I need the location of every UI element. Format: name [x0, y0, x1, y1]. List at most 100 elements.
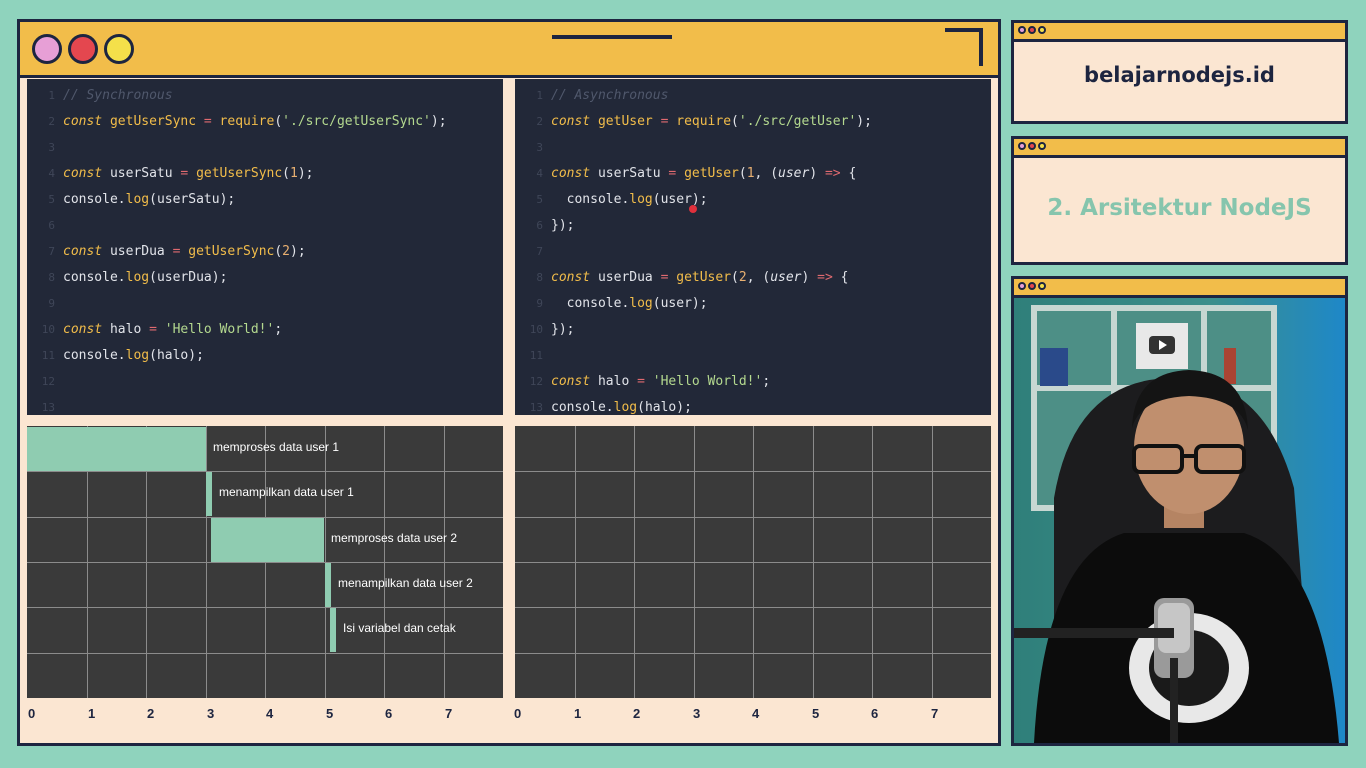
line-number: 2 — [536, 115, 543, 128]
webcam-titlebar — [1014, 279, 1345, 298]
code-text: console.log(user); — [566, 296, 708, 311]
task-bar — [330, 608, 336, 652]
code-text: // Synchronous — [63, 88, 173, 103]
mini-dot-icon — [1038, 142, 1046, 150]
line-number: 1 — [536, 89, 543, 102]
sync-timeline-chart: memproses data user 1 menampilkan data us… — [27, 426, 503, 698]
site-name: belajarnodejs.id — [1084, 63, 1275, 87]
axis-tick-label: 2 — [633, 706, 641, 721]
code-line: 6}); — [515, 213, 991, 239]
code-text: console.log(userSatu); — [63, 192, 236, 207]
code-text: const userDua = getUserSync(2); — [63, 244, 306, 259]
line-number: 12 — [41, 375, 55, 388]
axis-tick-label: 6 — [385, 706, 393, 721]
task-label: memproses data user 2 — [331, 531, 458, 545]
line-number: 13 — [529, 401, 543, 414]
task-label: Isi variabel dan cetak — [343, 621, 456, 635]
line-number: 5 — [48, 193, 55, 206]
code-line: 1// Asynchronous — [515, 83, 991, 109]
line-number: 11 — [529, 349, 543, 362]
axis-tick-label: 7 — [445, 706, 453, 721]
mini-dot-icon — [1028, 142, 1036, 150]
code-line: 3 — [515, 135, 991, 161]
task-bar — [325, 563, 331, 607]
code-line: 5 console.log(userSatu); — [27, 187, 503, 213]
axis-tick-label: 0 — [28, 706, 36, 721]
code-text: console.log(user); — [566, 192, 708, 207]
line-number: 7 — [536, 245, 543, 258]
code-text: const getUserSync = require('./src/getUs… — [63, 114, 447, 129]
code-text: const userDua = getUser(2, (user) => { — [551, 270, 849, 285]
mini-dot-icon — [1018, 26, 1026, 34]
code-line: 7 const userDua = getUserSync(2); — [27, 239, 503, 265]
code-text: console.log(userDua); — [63, 270, 228, 285]
grid-hline — [27, 607, 503, 608]
grid-hline — [27, 562, 503, 563]
mini-dot-icon — [1028, 26, 1036, 34]
line-number: 3 — [48, 141, 55, 154]
code-line: 12 — [27, 369, 503, 395]
code-line: 8 console.log(userDua); — [27, 265, 503, 291]
code-text: const halo = 'Hello World!'; — [551, 374, 771, 389]
async-code-panel: 1// Asynchronous 2 const getUser = require… — [515, 79, 991, 415]
code-line: 9 — [27, 291, 503, 317]
code-text: console.log(halo); — [63, 348, 204, 363]
code-text: }); — [551, 322, 575, 337]
line-number: 8 — [48, 271, 55, 284]
axis-tick-label: 5 — [326, 706, 334, 721]
grid-hline — [515, 562, 991, 563]
code-line: 13 — [27, 395, 503, 415]
code-line: 3 — [27, 135, 503, 161]
code-line: 7 — [515, 239, 991, 265]
code-line: 9 console.log(user); — [515, 291, 991, 317]
code-line: 2 const getUser = require('./src/getUser'… — [515, 109, 991, 135]
code-line: 5 console.log(user); — [515, 187, 991, 213]
axis-tick-label: 6 — [871, 706, 879, 721]
axis-tick-label: 3 — [207, 706, 215, 721]
axis-tick-label: 4 — [752, 706, 760, 721]
axis-tick-label: 0 — [514, 706, 522, 721]
grid-hline — [515, 653, 991, 654]
line-number: 6 — [536, 219, 543, 232]
axis-tick-label: 4 — [266, 706, 274, 721]
red-dot-icon — [68, 34, 98, 64]
code-text: const getUser = require('./src/getUser')… — [551, 114, 872, 129]
line-number: 7 — [48, 245, 55, 258]
cursor-dot-icon — [689, 205, 697, 213]
task-label: menampilkan data user 1 — [219, 485, 354, 499]
mini-dot-icon — [1028, 282, 1036, 290]
grid-hline — [515, 471, 991, 472]
chapter-window: 2. Arsitektur NodeJS — [1011, 136, 1348, 265]
async-timeline-chart — [515, 426, 991, 698]
axis-tick-label: 1 — [88, 706, 96, 721]
axis-tick-label: 3 — [693, 706, 701, 721]
chapter-title: 2. Arsitektur NodeJS — [1047, 195, 1312, 221]
grid-hline — [27, 471, 503, 472]
line-number: 10 — [41, 323, 55, 336]
axis-tick-label: 1 — [574, 706, 582, 721]
code-text: const userSatu = getUser(1, (user) => { — [551, 166, 857, 181]
line-number: 10 — [529, 323, 543, 336]
code-text: }); — [551, 218, 575, 233]
task-label: memproses data user 1 — [213, 440, 340, 454]
grid-hline — [27, 653, 503, 654]
mini-dot-icon — [1018, 142, 1026, 150]
yellow-dot-icon — [104, 34, 134, 64]
task-bar — [211, 518, 324, 562]
pink-dot-icon — [32, 34, 62, 64]
line-number: 9 — [48, 297, 55, 310]
code-line: 11 — [515, 343, 991, 369]
maximize-corner-icon — [945, 28, 983, 66]
code-line: 1// Synchronous — [27, 83, 503, 109]
code-line: 10}); — [515, 317, 991, 343]
main-titlebar — [20, 22, 998, 78]
line-number: 13 — [41, 401, 55, 414]
grid-hline — [27, 517, 503, 518]
